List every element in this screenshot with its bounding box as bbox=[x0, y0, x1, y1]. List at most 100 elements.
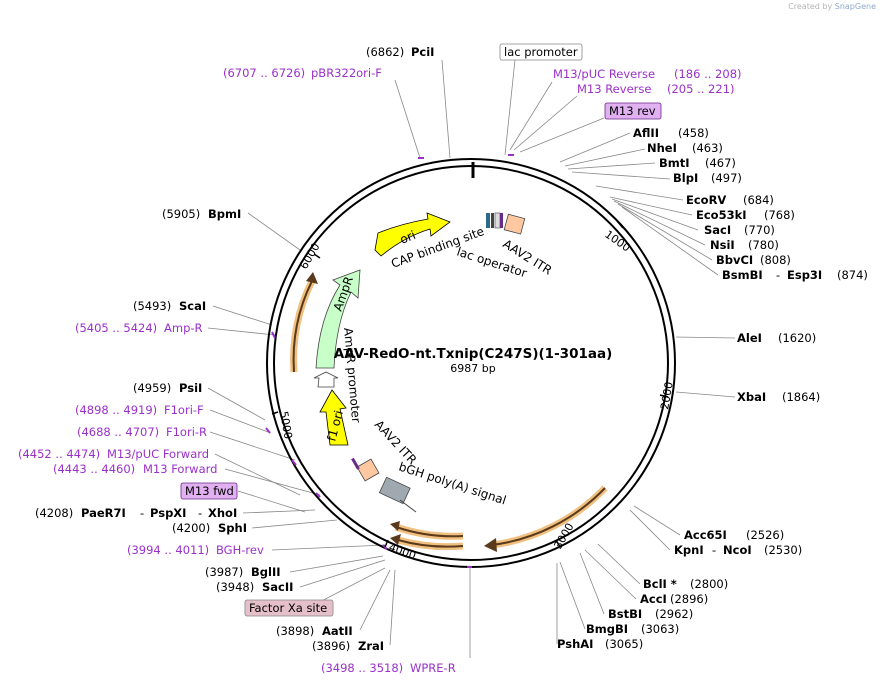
zrai-pos: (3896) bbox=[312, 639, 350, 653]
m13-fwd-range: (4443 .. 4460) bbox=[53, 462, 135, 476]
zrai-name: ZraI bbox=[358, 639, 384, 653]
scai-name: ScaI bbox=[179, 299, 206, 313]
lac-promoter-mark bbox=[494, 212, 501, 229]
itr-top-box bbox=[503, 213, 526, 235]
nsii-name: NsiI bbox=[710, 238, 735, 252]
bmgbi-name: BmgBI bbox=[586, 622, 628, 636]
aflii-pos: (458) bbox=[678, 126, 709, 140]
itr-bottom-box bbox=[356, 458, 380, 482]
bsmbi-name: BsmBI bbox=[722, 268, 763, 282]
bcli-name: BclI * bbox=[643, 577, 677, 591]
m13-fwd-name: M13 Forward bbox=[143, 462, 217, 476]
bsmbi-pos: (874) bbox=[837, 268, 868, 282]
pshai-pos: (3065) bbox=[605, 637, 643, 651]
m13puc-rev-name: M13/pUC Reverse bbox=[553, 67, 655, 81]
kpni-sep: - bbox=[712, 543, 716, 557]
bmgbi-pos: (3063) bbox=[641, 622, 679, 636]
m13puc-fwd-range: (4452 .. 4474) bbox=[18, 447, 100, 461]
xbai-pos: (1864) bbox=[782, 390, 820, 404]
f1ori-r-name: F1ori-R bbox=[166, 425, 207, 439]
bstbi-pos: (2962) bbox=[655, 607, 693, 621]
nhei-pos: (463) bbox=[692, 141, 723, 155]
plasmid-name: AAV-RedO-nt.Txnip(C247S)(1-301aa) bbox=[334, 346, 613, 362]
ncoi-name: NcoI bbox=[723, 543, 752, 557]
tick-label-6000: 6000 bbox=[297, 241, 322, 272]
lac-promoter-label: lac promoter bbox=[504, 45, 578, 59]
saci-name: SacI bbox=[704, 223, 731, 237]
bbvci-name: BbvCI bbox=[716, 253, 753, 267]
blpi-pos: (497) bbox=[711, 171, 742, 185]
paer7i-sep1: - bbox=[140, 506, 144, 520]
psii-pos: (4959) bbox=[133, 381, 171, 395]
xhoi-name: XhoI bbox=[208, 506, 237, 520]
bsmbi-sep: - bbox=[776, 268, 780, 282]
cap-site-mark bbox=[491, 213, 494, 228]
ampr-primer-range: (5405 .. 5424) bbox=[75, 321, 157, 335]
aflii-name: AflII bbox=[633, 126, 659, 140]
aatii-pos: (3898) bbox=[276, 624, 314, 638]
eco53ki-pos: (768) bbox=[764, 208, 795, 222]
wpre-r-range: (3498 .. 3518) bbox=[321, 661, 403, 675]
snapgene-logo: SnapGene bbox=[834, 2, 876, 11]
ecorv-pos: (684) bbox=[743, 193, 774, 207]
pspxi-name: PspXI bbox=[150, 506, 186, 520]
kpni-name: KpnI bbox=[674, 543, 704, 557]
ampr-promoter-arrow bbox=[313, 371, 339, 388]
f1-ori-arrow bbox=[319, 389, 349, 446]
ampr-promoter-label: AmpR promoter bbox=[341, 327, 363, 423]
cds-arrow-right bbox=[484, 485, 608, 552]
psii-name: PsiI bbox=[179, 381, 202, 395]
m13-rev-box bbox=[604, 102, 662, 120]
factor-xa-box bbox=[244, 599, 334, 617]
sphi-name: SphI bbox=[218, 521, 247, 535]
bglii-name: BglII bbox=[251, 565, 281, 579]
acci-name: AccI bbox=[640, 592, 667, 606]
m13-fwd-box bbox=[180, 482, 238, 500]
nsii-pos: (780) bbox=[748, 238, 779, 252]
wpre-r-name: WPRE-R bbox=[410, 661, 456, 675]
bpmi-pos: (5905) bbox=[162, 207, 200, 221]
bbvci-pos: (808) bbox=[760, 253, 791, 267]
alei-pos: (1620) bbox=[778, 331, 816, 345]
sacii-pos: (3948) bbox=[216, 580, 254, 594]
ampr-arrow bbox=[315, 269, 361, 369]
ori-arrow bbox=[374, 212, 451, 257]
eco53ki-name: Eco53kI bbox=[696, 208, 747, 222]
ecorv-name: EcoRV bbox=[686, 193, 726, 207]
m13-rev-mark bbox=[500, 213, 503, 228]
factor-xa-label: Factor Xa site bbox=[249, 601, 327, 615]
bmti-pos: (467) bbox=[705, 156, 736, 170]
paer7i-pos: (4208) bbox=[35, 506, 73, 520]
pbr322-range: (6707 .. 6726) bbox=[223, 66, 305, 80]
acc65i-name: Acc65I bbox=[684, 528, 727, 542]
bgh-rev-name: BGH-rev bbox=[216, 543, 264, 557]
esp3i-name: Esp3I bbox=[787, 268, 822, 282]
f1ori-r-range: (4688 .. 4707) bbox=[77, 425, 159, 439]
m13-rev-range: (205 .. 221) bbox=[667, 82, 735, 96]
pcii-pos: (6862) bbox=[366, 45, 404, 59]
aatii-name: AatII bbox=[322, 624, 353, 638]
m13puc-fwd-name: M13/pUC Forward bbox=[107, 447, 209, 461]
pbr322-name: pBR322ori-F bbox=[311, 66, 382, 80]
tick-label-5000: 5000 bbox=[277, 410, 295, 440]
m13-rev-name: M13 Reverse bbox=[577, 82, 651, 96]
bglii-pos: (3987) bbox=[205, 565, 243, 579]
bpmi-name: BpmI bbox=[208, 207, 241, 221]
connector-lines bbox=[207, 59, 736, 658]
lac-operator-mark bbox=[486, 213, 490, 228]
m13-fwd-label: M13 fwd bbox=[185, 484, 234, 498]
f1ori-f-name: F1ori-F bbox=[164, 403, 204, 417]
cds-arrow-left bbox=[290, 272, 318, 373]
ori-label: ori bbox=[398, 228, 418, 247]
lac-promoter-box bbox=[499, 43, 583, 61]
bgh-rev-range: (3994 .. 4011) bbox=[127, 543, 209, 557]
pcii-name: PciI bbox=[411, 45, 434, 59]
m13-rev-label: M13 rev bbox=[609, 104, 656, 118]
sphi-pos: (4200) bbox=[172, 521, 210, 535]
saci-pos: (770) bbox=[744, 223, 775, 237]
m13puc-rev-range: (186 .. 208) bbox=[674, 67, 742, 81]
bstbi-name: BstBI bbox=[608, 607, 642, 621]
bgh-label: bGH poly(A) signal bbox=[397, 460, 508, 508]
tick-label-2000: 2000 bbox=[658, 381, 676, 411]
